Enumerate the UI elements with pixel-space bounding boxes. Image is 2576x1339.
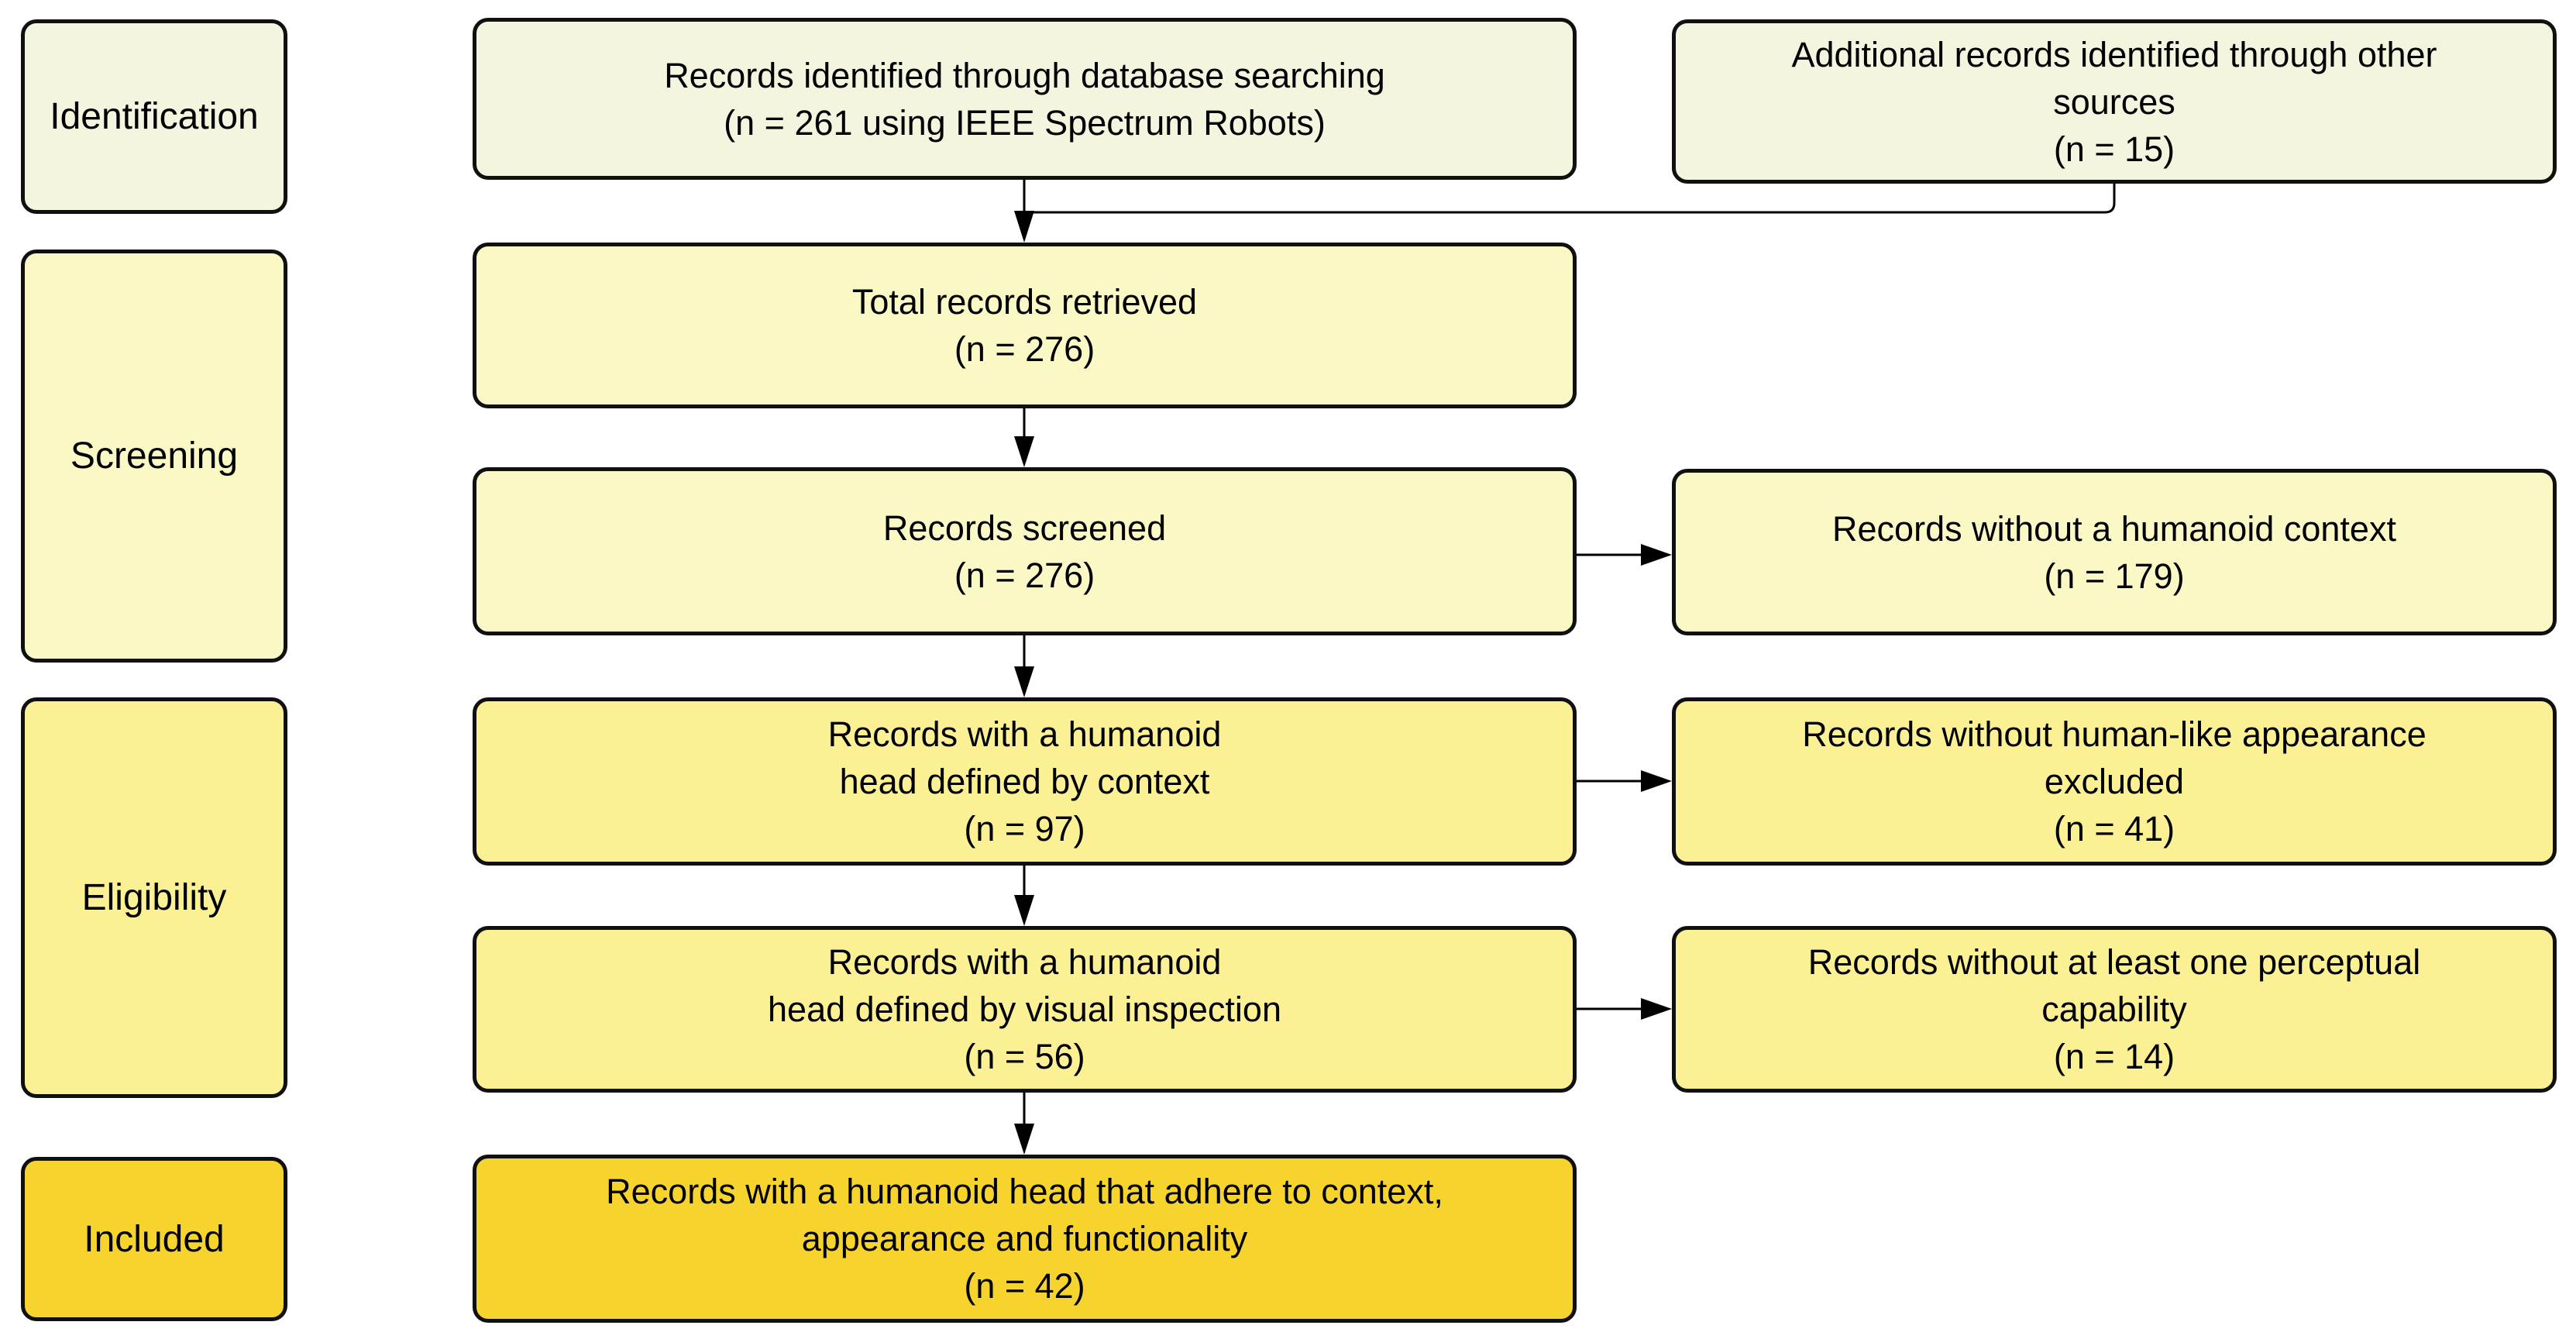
- box-text-line: head defined by visual inspection: [768, 990, 1281, 1029]
- connector-additional-to-total: [1024, 184, 2116, 214]
- stage-label-screening: Screening: [21, 250, 287, 663]
- stage-label-text: Included: [84, 1218, 225, 1260]
- box-text-line: (n = 15): [2053, 129, 2175, 169]
- box-text-line: Records with a humanoid: [827, 942, 1222, 982]
- arrowhead-head-context-to-head-visual: [1014, 895, 1034, 926]
- box-text-line: capability: [2041, 990, 2187, 1029]
- box-text-line: (n = 276): [954, 555, 1095, 595]
- box-text-line: head defined by context: [839, 762, 1210, 801]
- box-text-line: Additional records identified through ot…: [1791, 34, 2437, 74]
- box-text-line: (n = 261 using IEEE Spectrum Robots): [724, 102, 1326, 143]
- box-text-line: (n = 14): [2053, 1037, 2175, 1076]
- box-text-line: (n = 276): [954, 329, 1095, 369]
- stage-label-text: Identification: [50, 96, 259, 137]
- box-text-line: appearance and functionality: [801, 1219, 1248, 1258]
- flow-box-records-included-final: Records with a humanoid head that adhere…: [473, 1155, 1577, 1323]
- flow-box-head-defined-by-visual-inspection: Records with a humanoid head defined by …: [473, 926, 1577, 1093]
- box-text-line: Records screened: [882, 508, 1167, 548]
- flow-box-records-without-perceptual-capability: Records without at least one perceptual …: [1672, 926, 2557, 1093]
- stage-label-included: Included: [21, 1157, 287, 1321]
- box-text-line: Records with a humanoid head that adhere…: [606, 1172, 1443, 1211]
- box-text-line: Total records retrieved: [851, 282, 1198, 322]
- box-text-line: Records without human-like appearance: [1802, 714, 2426, 754]
- flow-box-records-screened: Records screened (n = 276): [473, 467, 1577, 635]
- flow-box-additional-records: Additional records identified through ot…: [1672, 19, 2557, 184]
- box-text-line: excluded: [2044, 762, 2185, 801]
- arrowhead-total-to-screened: [1014, 436, 1034, 467]
- box-text-line: (n = 97): [964, 809, 1085, 848]
- box-text-line: (n = 179): [2044, 556, 2185, 596]
- box-text-line: sources: [2053, 81, 2175, 122]
- arrowhead-head-visual-to-included: [1014, 1124, 1034, 1155]
- stage-label-identification: Identification: [21, 19, 287, 214]
- box-text-line: (n = 56): [964, 1037, 1085, 1076]
- box-text-line: Records without at least one perceptual: [1807, 942, 2421, 982]
- arrowhead-identified-to-total: [1014, 211, 1034, 243]
- arrowhead-head-context-to-no-appearance: [1641, 770, 1672, 792]
- stage-label-text: Eligibility: [81, 877, 227, 918]
- box-text-line: Records with a humanoid: [827, 714, 1222, 754]
- box-text-line: (n = 41): [2053, 809, 2175, 848]
- box-text-line: (n = 42): [964, 1266, 1085, 1306]
- flow-box-total-records: Total records retrieved (n = 276): [473, 243, 1577, 408]
- box-text-line: Records identified through database sear…: [664, 55, 1385, 95]
- arrowhead-screened-to-head-context: [1014, 666, 1034, 697]
- arrowhead-head-visual-to-no-perceptual: [1641, 998, 1672, 1020]
- flow-box-records-without-humanoid-context: Records without a humanoid context (n = …: [1672, 469, 2557, 635]
- flow-box-records-without-humanlike-appearance: Records without human-like appearance ex…: [1672, 697, 2557, 866]
- stage-label-text: Screening: [70, 435, 239, 477]
- box-text-line: Records without a humanoid context: [1832, 508, 2396, 549]
- flow-box-head-defined-by-context: Records with a humanoid head defined by …: [473, 697, 1577, 866]
- arrowhead-screened-to-no-context: [1641, 544, 1672, 566]
- stage-label-eligibility: Eligibility: [21, 697, 287, 1098]
- flow-box-records-identified: Records identified through database sear…: [473, 18, 1577, 180]
